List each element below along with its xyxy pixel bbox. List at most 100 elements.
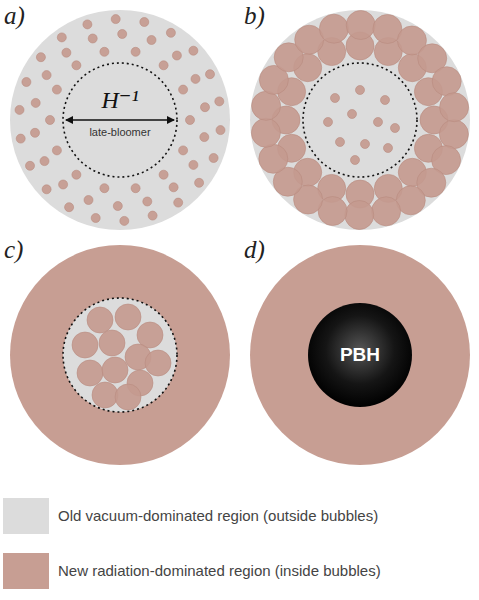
bubble [195, 178, 204, 187]
bubble [432, 67, 461, 96]
bubble [100, 47, 109, 56]
bubble [115, 384, 141, 410]
note-label: late-bloomer [89, 126, 150, 138]
bubble [140, 18, 149, 27]
bubble [201, 103, 210, 112]
hubble-patch [63, 298, 177, 412]
bubble [189, 160, 198, 169]
vacuum-region [250, 10, 470, 230]
bubble [92, 382, 118, 408]
bubble [72, 170, 81, 179]
bubble [59, 180, 68, 189]
bubble [145, 350, 171, 376]
bubble [99, 330, 125, 356]
bubble [91, 214, 100, 223]
bubble [259, 144, 288, 173]
bubble [36, 53, 45, 62]
bubble [251, 118, 280, 147]
bubble [77, 360, 103, 386]
bubble [206, 70, 215, 79]
legend-text: Old vacuum-dominated region (outside bub… [58, 507, 378, 524]
node-text: PBH [340, 344, 380, 366]
bubble [72, 332, 98, 358]
hubble-patch [303, 63, 417, 177]
vacuum-region [63, 298, 177, 412]
bubble [179, 146, 188, 155]
bubble [381, 96, 390, 105]
panel-label: d) [244, 236, 265, 264]
bubble [200, 133, 209, 142]
bubble [87, 307, 113, 333]
hubble-arrow [66, 119, 174, 121]
panel-label: a) [4, 2, 25, 30]
bubble [147, 36, 156, 45]
bubble [72, 61, 81, 70]
hubble-radius-label: H⁻¹ [101, 86, 138, 114]
bubble [111, 15, 120, 24]
bubble [102, 357, 128, 383]
bubble [166, 28, 175, 37]
bubble [324, 118, 333, 127]
bubble [216, 126, 225, 135]
bubble [351, 156, 360, 165]
bubble [31, 98, 40, 107]
bubble [179, 85, 188, 94]
bubble [391, 124, 400, 133]
bubble [361, 140, 370, 149]
bubble [189, 46, 198, 55]
bubble [52, 146, 61, 155]
bubble [346, 11, 375, 40]
bubble [115, 304, 141, 330]
vacuum-region [10, 10, 230, 230]
bubble [384, 144, 393, 153]
bubble [186, 116, 195, 125]
legend-swatch [3, 553, 49, 589]
bubble [331, 94, 340, 103]
bubble [209, 154, 218, 163]
panel-label: b) [244, 2, 265, 30]
bubble [57, 33, 66, 42]
bubble [169, 183, 178, 192]
bubble [374, 118, 383, 127]
bubble [174, 198, 183, 207]
bubble [42, 185, 51, 194]
bubble [252, 91, 281, 120]
bubble [348, 110, 357, 119]
bubble [15, 105, 24, 114]
bubble [118, 30, 127, 39]
bubble [159, 170, 168, 179]
hubble-patch [63, 63, 177, 177]
bubble [65, 203, 74, 212]
bubble [191, 74, 200, 83]
bubble [356, 86, 365, 95]
black-hole-disk: PBH [308, 303, 412, 407]
bubble [148, 211, 157, 220]
radiation-region [10, 245, 230, 465]
bubble [40, 157, 49, 166]
legend-text: New radiation-dominated region (inside b… [58, 562, 381, 579]
bubble [372, 197, 401, 226]
bubble [52, 85, 61, 94]
bubble [159, 61, 168, 70]
bubble [84, 196, 93, 205]
bubble [440, 93, 469, 122]
bubble [131, 184, 140, 193]
bubble [46, 116, 55, 125]
bubble [113, 202, 122, 211]
bubble [131, 47, 140, 56]
radiation-region [250, 245, 470, 465]
bubble [345, 201, 374, 230]
bubble [31, 128, 40, 137]
bubble [22, 78, 31, 87]
bubble [319, 14, 348, 43]
bubble [120, 216, 129, 225]
bubble [100, 184, 109, 193]
panel-label: c) [4, 236, 23, 264]
bubble [26, 161, 35, 170]
legend-swatch [3, 498, 49, 534]
bubble [336, 138, 345, 147]
bubble [88, 34, 97, 43]
bubble [143, 197, 152, 206]
bubble [42, 71, 51, 80]
bubble [62, 48, 71, 57]
